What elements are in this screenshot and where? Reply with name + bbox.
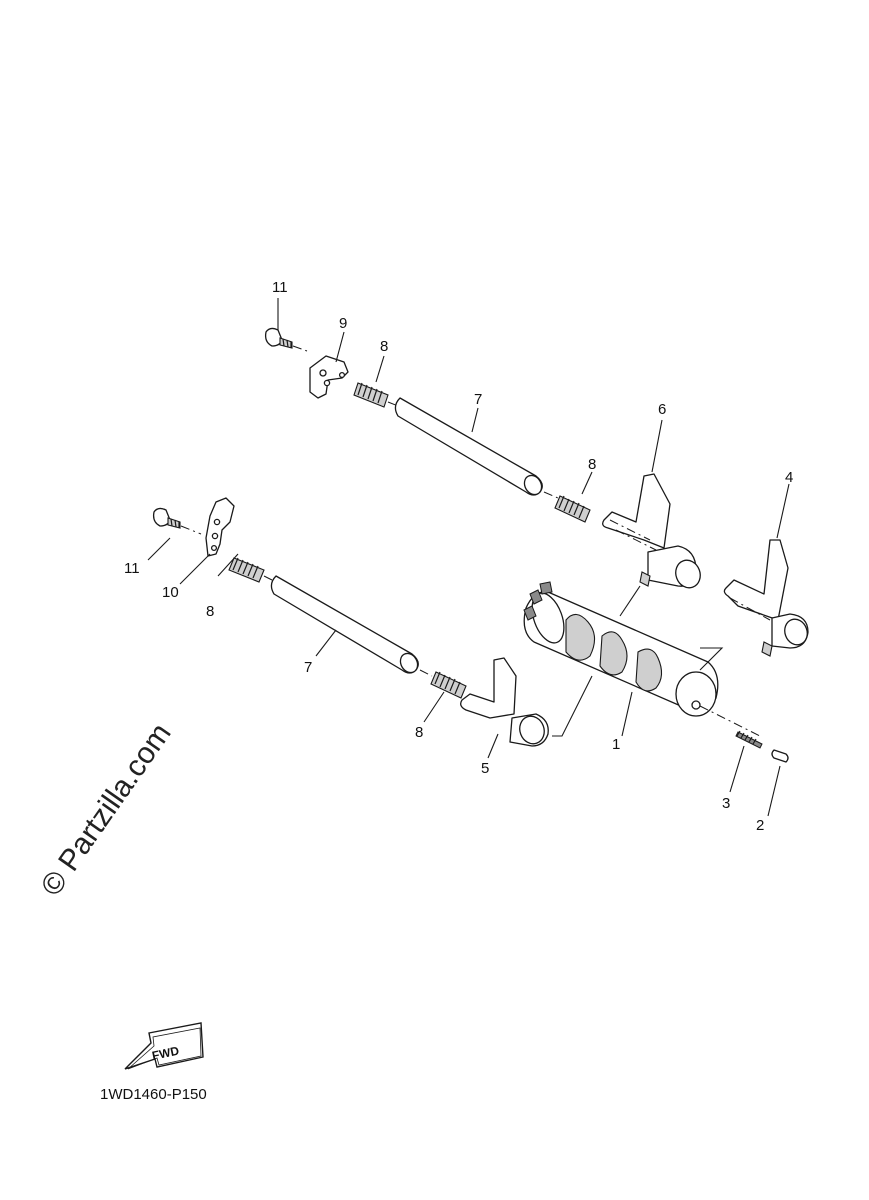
spring-8-lower-right [430, 671, 467, 699]
shift-drum-1 [523, 581, 719, 717]
centerline-shaft-lower-right [419, 669, 433, 677]
shift-fork-6 [602, 473, 701, 589]
callout-11-lower: 11 [124, 560, 140, 577]
shaft-7-upper [394, 397, 543, 496]
diagram-code: 1WD1460-P150 [100, 1086, 207, 1103]
callout-8-lower-right: 8 [415, 724, 423, 741]
pin-2 [771, 749, 789, 763]
plate-10 [205, 497, 235, 557]
drum-centerline [699, 705, 761, 737]
spring-3 [735, 730, 763, 749]
callout-2: 2 [756, 817, 764, 834]
watermark-text: © Partzilla.com [35, 717, 178, 902]
callout-9: 9 [339, 315, 347, 332]
callout-11-upper: 11 [272, 279, 288, 296]
spring-8-upper-right [554, 495, 591, 523]
callout-8-lower-left: 8 [206, 603, 214, 620]
centerline-bolt-lower [180, 525, 202, 535]
centerline-shaft-upper-right [543, 491, 559, 499]
spring-8-upper-left [353, 382, 389, 408]
centerline-bolt-upper [292, 345, 308, 352]
centerline-shaft-lower-left [263, 575, 273, 581]
callout-4: 4 [785, 469, 793, 486]
shaft-7-lower [270, 575, 419, 674]
callout-8-upper-right: 8 [588, 456, 596, 473]
callout-5: 5 [481, 760, 489, 777]
leader-lines [147, 298, 790, 817]
spring-8-lower-left [228, 557, 265, 583]
fork-4-pin-line [729, 597, 771, 621]
bolt-upper [264, 327, 293, 349]
callout-7-upper: 7 [474, 391, 482, 408]
callout-7-lower: 7 [304, 659, 312, 676]
callout-1: 1 [612, 736, 620, 753]
callout-8-upper-left: 8 [380, 338, 388, 355]
fork-6-pin-line [609, 519, 657, 551]
shift-fork-5 [460, 657, 549, 747]
callout-3: 3 [722, 795, 730, 812]
callout-10: 10 [162, 584, 179, 601]
callout-6: 6 [658, 401, 666, 418]
fwd-label: FWD [151, 1043, 181, 1062]
bolt-lower [152, 507, 181, 529]
plate-9 [309, 355, 349, 399]
shift-fork-4 [723, 539, 809, 657]
fwd-arrow-icon: FWD [124, 1022, 204, 1070]
